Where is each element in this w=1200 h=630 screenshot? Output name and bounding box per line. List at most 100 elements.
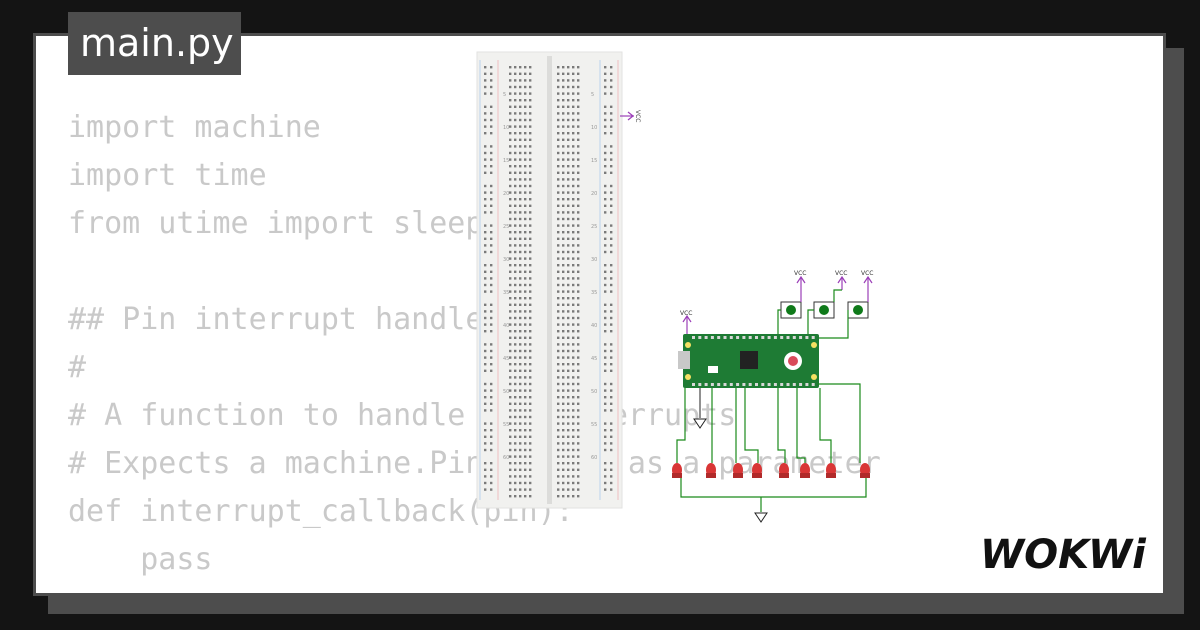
breadboard-hole [509,158,512,161]
raspberry-pi-pico[interactable] [678,334,819,388]
red-led[interactable] [800,463,810,478]
breadboard-hole [567,481,570,485]
breadboard-hole [490,488,493,491]
red-led[interactable] [779,463,789,478]
breadboard-hole [557,277,560,280]
breadboard-hole [484,125,487,128]
breadboard-hole [484,349,487,353]
breadboard-hole [524,112,527,115]
breadboard-hole [529,171,532,174]
breadboard-hole [567,217,570,221]
breadboard-hole [524,85,527,89]
breadboard-hole [557,310,560,313]
breadboard-hole [604,468,607,471]
breadboard-hole [577,409,580,412]
breadboard-hole [577,310,580,313]
breadboard-hole [524,495,527,498]
breadboard-hole [509,132,512,135]
breadboard-hole [519,204,522,207]
breadboard-hole [562,481,565,485]
breadboard-hole [484,481,487,485]
breadboard-hole [610,85,613,89]
breadboard-hole [567,422,570,425]
breadboard-hole [577,297,580,300]
breadboard-hole [557,66,560,69]
breadboard-hole [577,429,580,432]
red-led[interactable] [706,463,716,478]
breadboard-hole [610,343,613,346]
breadboard-hole [567,85,570,89]
breadboard-hole [509,105,512,108]
breadboard-hole [567,224,570,227]
breadboard-hole [610,389,613,392]
breadboard-hole [577,349,580,353]
breadboard-hole [562,158,565,161]
breadboard-hole [572,158,575,161]
breadboard-hole [514,475,517,478]
push-button[interactable] [813,301,835,319]
breadboard-hole [514,389,517,392]
breadboard-hole [567,105,570,108]
breadboard-hole [577,356,580,359]
breadboard-hole [562,376,565,379]
breadboard-hole [484,429,487,432]
red-led[interactable] [672,463,682,478]
breadboard-hole [529,277,532,280]
breadboard-hole [524,217,527,221]
breadboard-hole [514,125,517,128]
breadboard-hole [490,237,493,240]
breadboard-hole [529,356,532,359]
breadboard-hole [490,72,493,75]
breadboard-hole [509,66,512,69]
breadboard-hole [514,158,517,161]
breadboard-hole [577,66,580,69]
red-led[interactable] [733,463,743,478]
breadboard-hole [524,415,527,419]
breadboard-hole [484,72,487,75]
breadboard-hole [509,178,512,181]
breadboard-hole [484,270,487,273]
breadboard-hole [524,264,527,267]
breadboard-hole [514,323,517,326]
breadboard-hole [577,264,580,267]
red-led[interactable] [752,463,762,478]
breadboard-hole [577,363,580,366]
breadboard-hole [529,389,532,392]
push-button[interactable] [847,301,869,319]
red-led[interactable] [826,463,836,478]
breadboard-hole [490,283,493,287]
breadboard-hole [524,66,527,69]
breadboard-hole [509,270,512,273]
breadboard-hole [490,356,493,359]
breadboard-hole [484,184,487,188]
file-tab[interactable]: main.py [68,12,241,75]
vcc-label: VCC [794,270,806,277]
push-button[interactable] [780,301,802,319]
breadboard-hole [610,356,613,359]
breadboard-hole [604,118,607,122]
breadboard-hole [519,422,522,425]
breadboard-hole [567,316,570,320]
breadboard-hole [490,231,493,234]
breadboard-hole [604,165,607,168]
breadboard-hole [514,264,517,267]
breadboard-hole [529,310,532,313]
breadboard-hole [567,99,570,102]
breadboard-row-number: 60 [591,455,597,461]
breadboard-hole [604,211,607,214]
breadboard-hole [514,297,517,300]
breadboard-hole [524,343,527,346]
breadboard-hole [567,191,570,194]
breadboard-hole [567,455,570,458]
breadboard-hole [604,422,607,425]
breadboard-hole [562,330,565,333]
breadboard-hole [572,112,575,115]
breadboard-hole [577,132,580,135]
breadboard-hole [509,257,512,260]
breadboard-hole [484,468,487,471]
breadboard-hole [572,184,575,188]
breadboard-hole [562,316,565,320]
red-led[interactable] [860,463,870,478]
